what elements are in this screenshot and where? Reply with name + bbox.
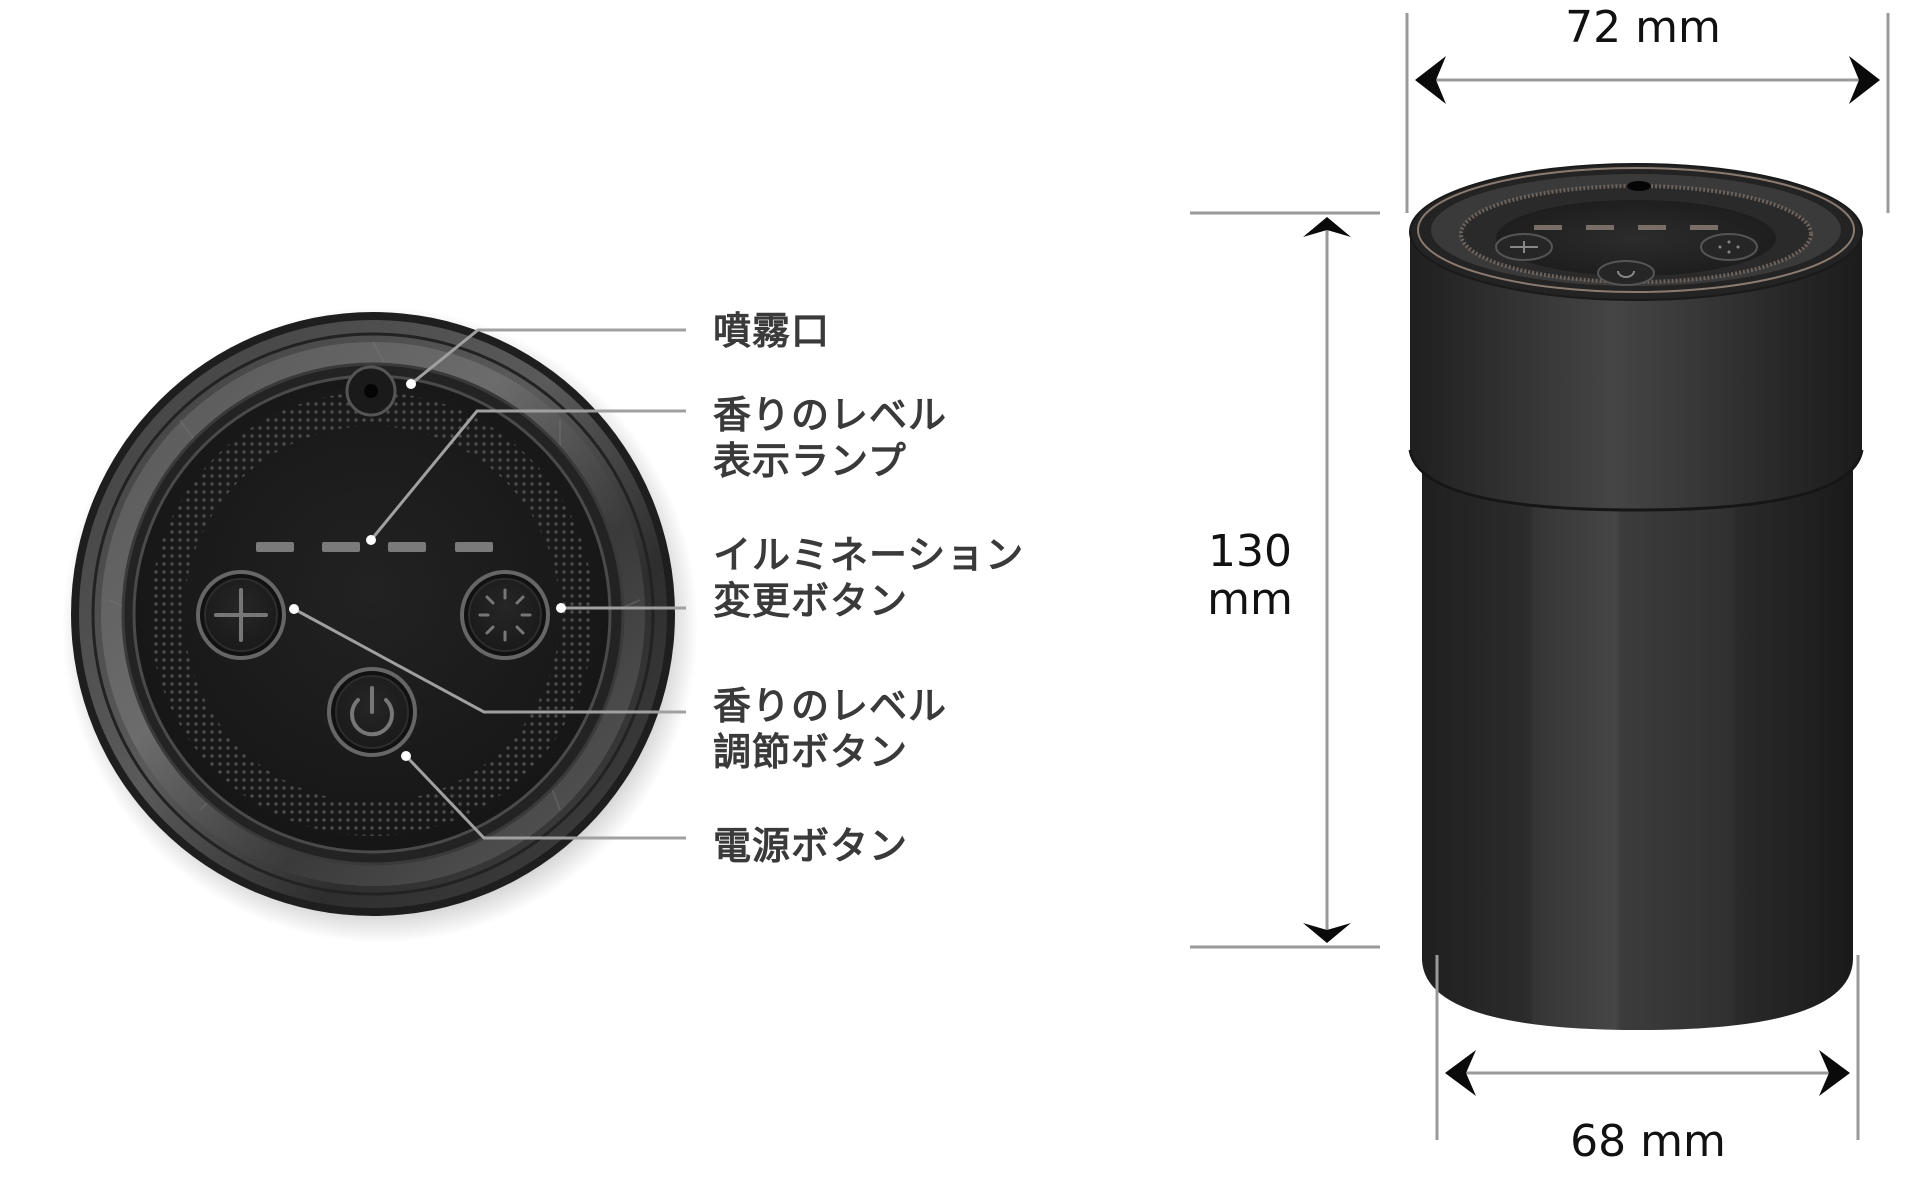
callout-level-lamp: 香りのレベル 表示ランプ [713, 392, 947, 484]
plus-icon [214, 588, 268, 642]
illumination-icon [478, 588, 532, 642]
callout-illumination-line2: 変更ボタン [713, 579, 909, 623]
arrow-right-72 [1849, 56, 1880, 104]
dimension-height-label: 130 mm [1185, 528, 1315, 624]
callout-nozzle-line1: 噴霧口 [713, 309, 831, 353]
arrow-up-130 [1303, 217, 1351, 237]
dimension-height-value: 130 [1208, 526, 1292, 577]
power-icon [350, 686, 394, 737]
lower-body [1422, 470, 1853, 1030]
arrow-down-130 [1303, 923, 1351, 943]
dimension-bottom-width-label: 68 mm [1570, 1116, 1726, 1167]
arrow-left-72 [1415, 56, 1446, 104]
callout-power-line1: 電源ボタン [713, 824, 909, 868]
upper-body [1410, 235, 1862, 510]
callout-power-button: 電源ボタン [713, 823, 908, 869]
callout-nozzle: 噴霧口 [713, 308, 830, 354]
callout-level-button: 香りのレベル 調節ボタン [713, 683, 947, 775]
callout-level-lamp-line1: 香りのレベル [713, 393, 948, 437]
callout-illumination-button: イルミネーション 変更ボタン [713, 532, 1024, 624]
dimension-height-unit: mm [1207, 574, 1293, 625]
callout-illumination-line1: イルミネーション [713, 533, 1025, 577]
callout-level-lamp-line2: 表示ランプ [713, 439, 907, 483]
arrow-right-68 [1819, 1050, 1850, 1096]
arrow-left-68 [1445, 1050, 1476, 1096]
dimension-top-width-label: 72 mm [1565, 2, 1721, 53]
callout-level-button-line2: 調節ボタン [713, 730, 909, 774]
callout-level-button-line1: 香りのレベル [713, 684, 948, 728]
